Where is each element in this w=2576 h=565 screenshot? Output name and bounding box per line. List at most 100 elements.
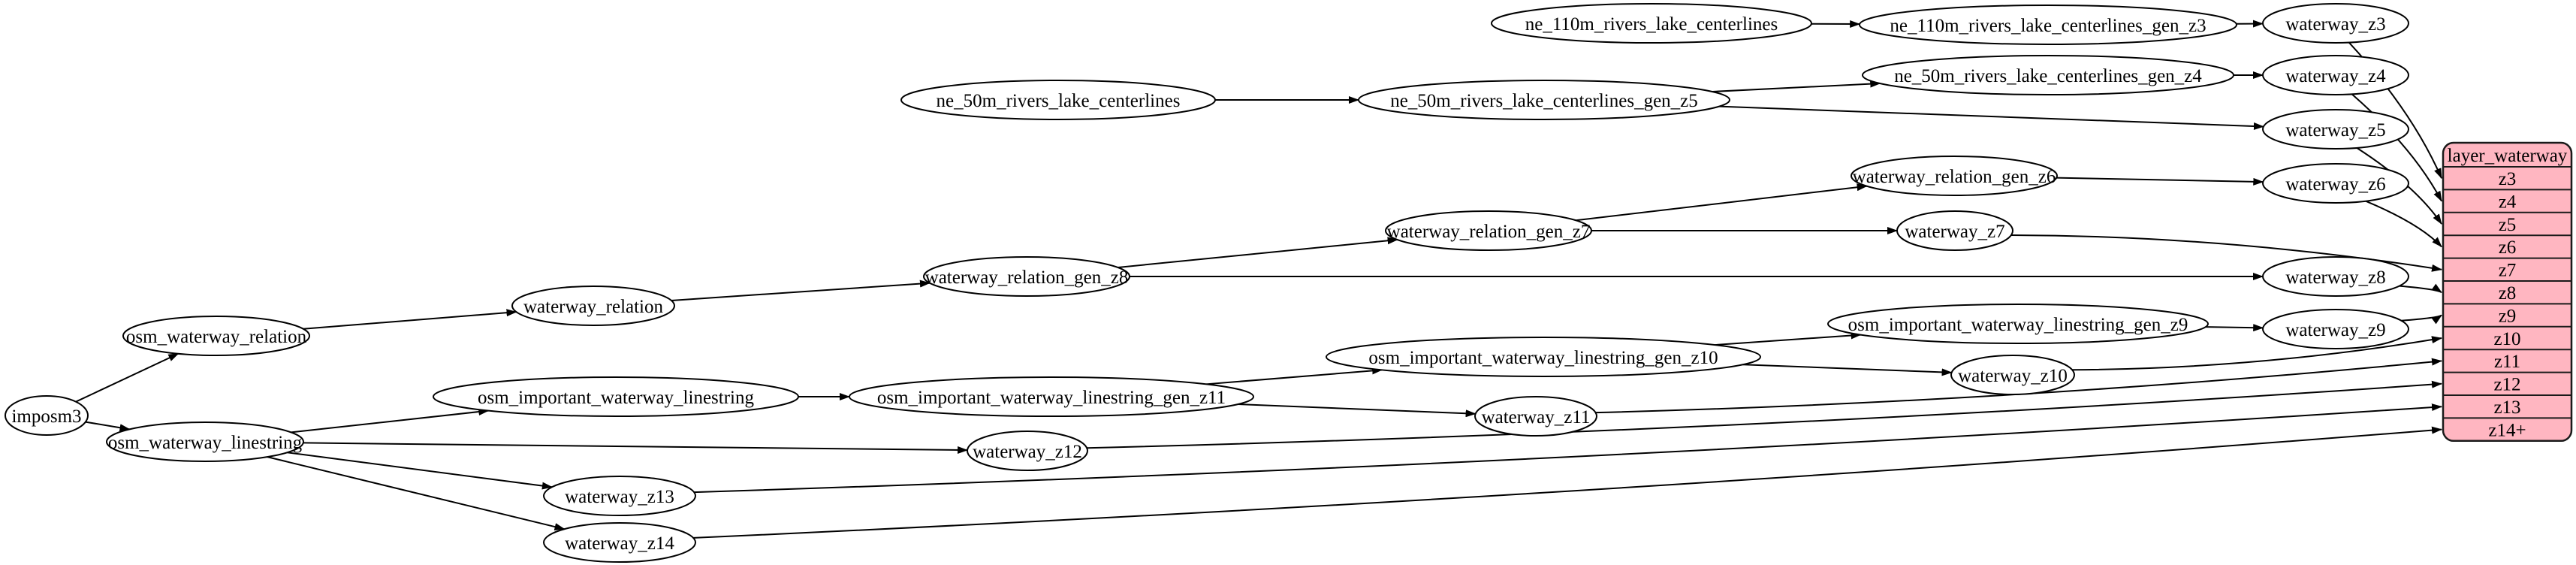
edge-waterway_z14-to-layer_waterway.z14+ <box>693 426 2442 539</box>
node-label: waterway_z6 <box>2285 174 2385 195</box>
node-osm_important_waterway_linestring_gen_z9: osm_important_waterway_linestring_gen_z9 <box>1827 304 2209 344</box>
node-label: waterway_z7 <box>1905 222 2004 242</box>
edge-waterway_z12-to-layer_waterway.z12 <box>1087 380 2442 449</box>
node-ellipse <box>2262 256 2409 297</box>
node-label: waterway_z10 <box>1958 366 2068 386</box>
node-label: waterway_relation <box>523 297 664 317</box>
edge-waterway_relation_gen_z8-to-waterway_relation_gen_z7 <box>1118 237 1398 268</box>
node-ellipse <box>1474 396 1597 437</box>
node-ellipse <box>923 256 1130 297</box>
layer-row-z8: z8 <box>2499 283 2517 304</box>
node-waterway_relation: waterway_relation <box>511 286 675 326</box>
edge-ne_50m_rivers_lake_centerlines_gen_z5-to-waterway_z5 <box>1718 105 2264 130</box>
edges-layer <box>75 20 2442 539</box>
node-label: waterway_z5 <box>2285 120 2385 140</box>
node-label: osm_important_waterway_linestring_gen_z9 <box>1848 315 2188 335</box>
node-ne_110m_rivers_lake_centerlines_gen_z3: ne_110m_rivers_lake_centerlines_gen_z3 <box>1859 5 2237 45</box>
node-ellipse <box>2262 309 2409 349</box>
node-waterway_z11: waterway_z11 <box>1474 396 1597 437</box>
node-ellipse <box>2262 109 2409 150</box>
node-osm_waterway_linestring: osm_waterway_linestring <box>106 421 304 462</box>
edge-osm_important_waterway_linestring_gen_z11-to-waterway_z11 <box>1238 403 1477 418</box>
node-osm_important_waterway_linestring_gen_z10: osm_important_waterway_linestring_gen_z1… <box>1326 337 1761 377</box>
node-label: waterway_z8 <box>2285 267 2385 288</box>
node-waterway_relation_gen_z8: waterway_relation_gen_z8 <box>923 256 1130 297</box>
node-osm_important_waterway_linestring_gen_z11: osm_important_waterway_linestring_gen_z1… <box>849 376 1254 417</box>
node-ellipse <box>2262 163 2409 204</box>
layer-row-z11: z11 <box>2494 352 2520 372</box>
node-ne_110m_rivers_lake_centerlines: ne_110m_rivers_lake_centerlines <box>1491 3 1812 44</box>
edge-osm_important_waterway_linestring_gen_z10-to-waterway_z10 <box>1742 364 1953 376</box>
edge-waterway_relation_gen_z7-to-waterway_relation_gen_z6 <box>1576 183 1868 222</box>
edge-osm_important_waterway_linestring_gen_z10-to-osm_important_waterway_linestring_gen_z9 <box>1715 331 1862 346</box>
node-label: osm_important_waterway_linestring_gen_z1… <box>877 388 1226 408</box>
node-waterway_z4: waterway_z4 <box>2262 55 2409 95</box>
node-waterway_z8: waterway_z8 <box>2262 256 2409 297</box>
edge-imposm3-to-osm_waterway_relation <box>75 352 179 403</box>
edge-osm_waterway_linestring-to-osm_important_waterway_linestring <box>291 408 490 434</box>
layer-row-z12: z12 <box>2493 375 2520 395</box>
node-label: ne_50m_rivers_lake_centerlines_gen_z4 <box>1894 66 2202 86</box>
node-osm_waterway_relation: osm_waterway_relation <box>122 316 310 356</box>
edge-waterway_relation-to-waterway_relation_gen_z8 <box>671 279 931 301</box>
edge-osm_important_waterway_linestring_gen_z11-to-osm_important_waterway_linestring_gen_z10 <box>1206 367 1383 385</box>
nodes-layer: imposm3 osm_waterway_relation osm_waterway… <box>5 3 2573 563</box>
node-ellipse <box>1358 80 1730 120</box>
node-ne_50m_rivers_lake_centerlines_gen_z5: ne_50m_rivers_lake_centerlines_gen_z5 <box>1358 80 1730 120</box>
node-label: osm_waterway_relation <box>126 327 307 347</box>
record-body <box>2442 141 2573 443</box>
edge-waterway_z6-to-layer_waterway.z6 <box>2365 200 2442 248</box>
node-label: waterway_z12 <box>973 442 1082 462</box>
layer-row-z4: z4 <box>2499 192 2517 212</box>
node-waterway_z5: waterway_z5 <box>2262 109 2409 150</box>
node-ellipse <box>511 286 675 326</box>
node-label: ne_110m_rivers_lake_centerlines <box>1525 14 1778 35</box>
node-ellipse <box>849 376 1254 417</box>
node-waterway_z13: waterway_z13 <box>543 476 696 516</box>
node-ellipse <box>1862 55 2234 95</box>
node-ellipse <box>1385 210 1592 251</box>
edge-osm_waterway_relation-to-waterway_relation <box>303 309 517 330</box>
node-label: waterway_relation_gen_z8 <box>925 267 1129 288</box>
layer-row-z9: z9 <box>2499 306 2517 326</box>
layer-row-z14+: z14+ <box>2488 420 2526 440</box>
node-label: waterway_z14 <box>565 533 674 554</box>
node-label: osm_important_waterway_linestring <box>478 388 754 408</box>
node-waterway_z9: waterway_z9 <box>2262 309 2409 349</box>
node-ellipse <box>1859 5 2237 45</box>
node-ellipse <box>1491 3 1812 44</box>
edge-osm_waterway_linestring-to-waterway_z12 <box>303 442 969 454</box>
edge-osm_waterway_linestring-to-waterway_z14 <box>267 456 566 530</box>
node-ellipse <box>967 431 1088 471</box>
layer-row-z13: z13 <box>2493 397 2520 418</box>
edge-osm_waterway_linestring-to-waterway_z13 <box>287 452 553 490</box>
node-waterway_relation_gen_z6: waterway_relation_gen_z6 <box>1851 156 2058 196</box>
node-ellipse <box>122 316 310 356</box>
node-waterway_relation_gen_z7: waterway_relation_gen_z7 <box>1385 210 1592 251</box>
node-ellipse <box>543 522 696 563</box>
node-ellipse <box>1326 337 1761 377</box>
node-label: ne_50m_rivers_lake_centerlines_gen_z5 <box>1390 91 1698 111</box>
node-waterway_z10: waterway_z10 <box>1950 355 2075 395</box>
node-label: osm_important_waterway_linestring_gen_z1… <box>1368 348 1718 368</box>
node-waterway_z7: waterway_z7 <box>1896 210 2013 251</box>
edge-waterway_z4-to-layer_waterway.z4 <box>2351 93 2442 202</box>
layer-row-z7: z7 <box>2499 261 2517 281</box>
node-label: waterway_z13 <box>565 487 674 507</box>
node-ellipse <box>2262 55 2409 95</box>
node-ne_50m_rivers_lake_centerlines: ne_50m_rivers_lake_centerlines <box>900 80 1216 120</box>
node-ellipse <box>1950 355 2075 395</box>
node-ellipse <box>1851 156 2058 196</box>
node-imposm3: imposm3 <box>5 395 89 436</box>
edge-ne_50m_rivers_lake_centerlines_gen_z5-to-ne_50m_rivers_lake_centerlines_gen_z4 <box>1712 80 1881 92</box>
node-label: waterway_z11 <box>1482 407 1591 428</box>
node-ellipse <box>2262 3 2409 44</box>
node-osm_important_waterway_linestring: osm_important_waterway_linestring <box>433 376 799 417</box>
node-label: waterway_z3 <box>2285 14 2385 35</box>
node-label: osm_waterway_linestring <box>108 433 303 453</box>
edge-waterway_z8-to-layer_waterway.z8 <box>2399 283 2442 294</box>
edge-imposm3-to-osm_waterway_linestring <box>85 421 131 432</box>
node-waterway_z3: waterway_z3 <box>2262 3 2409 44</box>
